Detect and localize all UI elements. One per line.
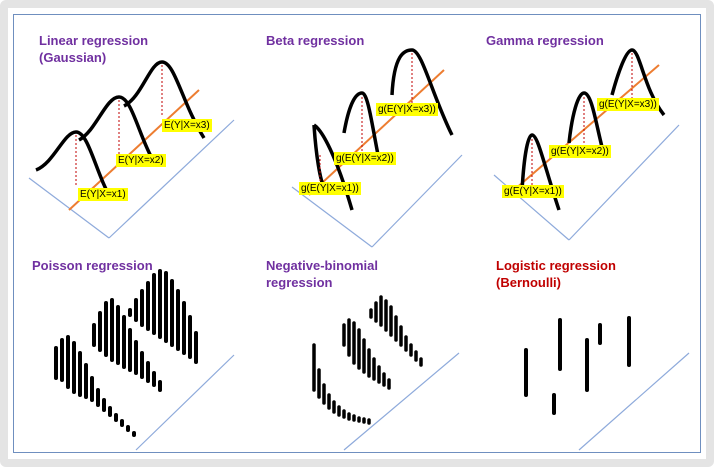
diagram-panel: Linear regression (Gaussian) E(Y|X=x1) E…	[13, 14, 701, 453]
panel-title-gamma: Gamma regression	[486, 33, 604, 48]
label-gamma-x1: g(E(Y|X=x1))	[502, 185, 564, 198]
negbin-bars-x2	[342, 318, 391, 390]
panel-title-beta: Beta regression	[266, 33, 365, 48]
panel-logistic-regression: Logistic regression (Bernoulli)	[474, 245, 702, 454]
poisson-bars-x3	[128, 269, 198, 364]
poisson-bars-x2	[92, 298, 162, 392]
panel-gamma-regression: Gamma regression g(E(Y|X=x1)) g(E(Y|X=x2…	[474, 15, 702, 245]
negbin-bars-x1	[312, 343, 371, 425]
panel-title-linear: Linear regression (Gaussian)	[39, 33, 149, 65]
panel-title-logistic: Logistic regression (Bernoulli)	[496, 258, 616, 290]
poisson-regression-sketch	[54, 269, 235, 451]
panel-negative-binomial-regression: Negative-binomial regression	[244, 245, 474, 454]
panel-title-poisson: Poisson regression	[32, 258, 153, 273]
logistic-regression-sketch	[524, 316, 690, 451]
label-beta-x3: g(E(Y|X=x3))	[376, 103, 438, 116]
negbin-bars-x3	[369, 295, 423, 367]
negative-binomial-sketch	[312, 295, 460, 451]
label-linear-x2: E(Y|X=x2)	[116, 154, 166, 167]
label-linear-x1: E(Y|X=x1)	[78, 188, 128, 201]
panel-beta-regression: Beta regression g(E(Y|X=x1)) g(E(Y|X=x2)…	[244, 15, 474, 248]
panel-poisson-regression: Poisson regression	[14, 245, 244, 454]
label-beta-x2: g(E(Y|X=x2))	[334, 152, 396, 165]
logistic-bars	[524, 316, 631, 415]
label-gamma-x3: g(E(Y|X=x3))	[597, 98, 659, 111]
beta-regression-sketch	[291, 48, 463, 248]
label-gamma-x2: g(E(Y|X=x2))	[549, 145, 611, 158]
panel-title-negbin: Negative-binomial regression	[266, 258, 378, 290]
label-beta-x1: g(E(Y|X=x1))	[299, 182, 361, 195]
linear-regression-sketch	[28, 60, 235, 239]
label-linear-x3: E(Y|X=x3)	[162, 119, 212, 132]
gamma-regression-sketch	[493, 48, 680, 241]
poisson-bars-x1	[54, 335, 136, 437]
panel-linear-regression: Linear regression (Gaussian) E(Y|X=x1) E…	[14, 15, 244, 245]
